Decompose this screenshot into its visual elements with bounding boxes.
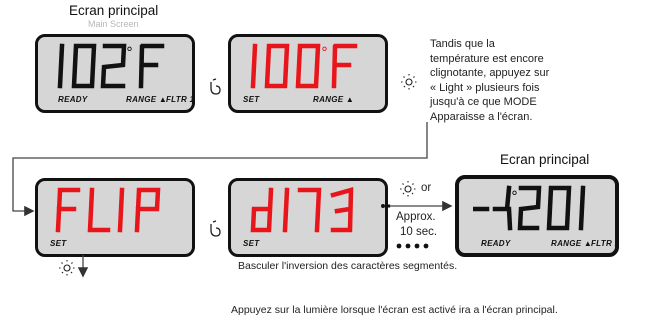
approx-label: Approx. [396, 211, 436, 223]
label-range-text: RANGE [313, 95, 344, 104]
label-ready: READY [58, 95, 88, 104]
note-line: jusqu'à ce que MODE [430, 96, 537, 108]
svg-text:°: ° [126, 45, 133, 61]
light-icon [401, 74, 417, 90]
caption-flip: Basculer l'inversion des caractères segm… [238, 260, 458, 272]
display-set-temp: ° SET RANGE ▲ [228, 34, 388, 113]
note-line: « Light » plusieurs fois [430, 81, 540, 94]
note-line: clignotante, appuyez sur [430, 67, 550, 79]
svg-text:°: ° [321, 45, 328, 61]
display-main-flipped: ° READY RANGE ▲ FLTR 1 [455, 175, 619, 257]
segment-text-dir [250, 187, 354, 233]
caption-light: Appuyez sur la lumière lorsque l'écran e… [231, 304, 558, 316]
or-label: or [421, 182, 432, 194]
segment-digits-102: ° [57, 43, 165, 89]
label-range: RANGE ▲ [313, 95, 355, 104]
display-dir: SET [228, 178, 388, 257]
progress-dots [381, 204, 429, 249]
label-fltr1: FLTR 1 [166, 95, 195, 104]
instruction-note: Tandis que la température est encore cli… [430, 37, 549, 124]
label-set: SET [243, 239, 260, 248]
hand-press-icon [210, 78, 221, 95]
light-icon [400, 181, 416, 197]
title-ghost-text: Main Screen [88, 19, 139, 29]
label-fltr1: FLTR 1 [591, 239, 620, 248]
display-main-temp: ° READY RANGE ▲ FLTR 1 [35, 34, 195, 113]
note-line: température est encore [430, 52, 544, 65]
label-range-text: RANGE [126, 95, 157, 104]
label-set: SET [243, 95, 260, 104]
label-ready: READY [481, 239, 511, 248]
label-range: RANGE ▲ [551, 239, 593, 248]
segment-digits-100: ° [250, 43, 358, 89]
display-flip: SET [35, 178, 195, 257]
svg-text:°: ° [511, 189, 518, 205]
label-set: SET [50, 239, 67, 248]
time-label: 10 sec. [400, 226, 438, 238]
segment-text-flip [55, 187, 161, 233]
segment-digits-flipped: ° [473, 185, 586, 231]
light-icon [59, 260, 75, 276]
hand-press-icon [210, 220, 221, 237]
title-main-screen-right: Ecran principal [500, 152, 590, 167]
note-line: Apparaisse a l'écran. [430, 110, 533, 123]
title-main-screen-top: Ecran principal [69, 3, 159, 18]
note-line: Tandis que la [430, 38, 495, 50]
arrow-note-to-flip [12, 122, 428, 217]
label-range-text: RANGE [551, 239, 582, 248]
label-range: RANGE ▲ [126, 95, 168, 104]
